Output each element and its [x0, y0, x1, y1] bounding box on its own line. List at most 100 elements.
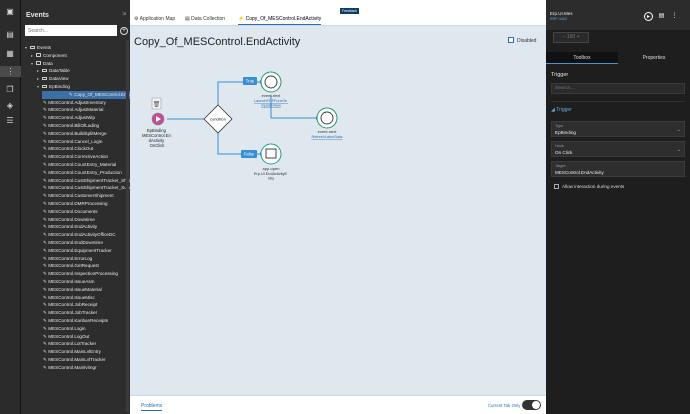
feedback-button[interactable]: Feedback: [340, 8, 359, 14]
tree-item[interactable]: ✎MESControl.IssueAsm: [21, 278, 95, 286]
events-search[interactable]: [25, 25, 117, 36]
pin-icon[interactable]: ⇲: [122, 11, 127, 17]
chevron-down-icon[interactable]: ▾: [31, 60, 34, 66]
tree-item[interactable]: ✎MESControl.CustShipmentTracker_Supervis…: [21, 184, 143, 192]
tree-label: MESControl.CorrectiveAction: [48, 154, 109, 160]
save-icon[interactable]: ▤: [658, 13, 665, 19]
tree-folder[interactable]: ▾EpBinding: [21, 83, 70, 91]
tree-folder[interactable]: ▸Component: [21, 52, 67, 60]
tree-label: MESControl.EquipmentTracker: [48, 247, 112, 253]
data-icon[interactable]: ❐: [6, 85, 14, 94]
chevron-down-icon[interactable]: ▾: [25, 45, 28, 50]
tree-item[interactable]: ✎MESControl.CountEntry_Production: [21, 169, 122, 177]
zoom-in-icon[interactable]: +: [576, 34, 580, 40]
tree-item[interactable]: ✎MESControl.CountEntry_Material: [21, 161, 116, 169]
chevron-right-icon[interactable]: ▸: [37, 68, 40, 74]
svg-text:🗑: 🗑: [153, 100, 161, 108]
layers-icon[interactable]: ▦: [6, 49, 14, 58]
chevron-down-icon[interactable]: ▾: [37, 84, 40, 89]
app-sub[interactable]: ERP 4402: [550, 17, 568, 21]
tab-event-editor[interactable]: ⚡ Copy_Of_MESControl.EndActivity: [238, 16, 322, 25]
false-badge: [241, 150, 257, 158]
tree-item[interactable]: ✎Copy_Of_MESControl.EndActivity: [42, 90, 144, 99]
event-next-node-2[interactable]: [316, 107, 338, 129]
app-open-node[interactable]: [260, 143, 282, 165]
more-icon[interactable]: ⋮: [671, 13, 678, 19]
tree-item[interactable]: ✎MESControl.CustShipmentTracker_ShipRec: [21, 177, 139, 185]
preview-icon[interactable]: ▸: [644, 12, 653, 21]
delete-icon[interactable]: [151, 97, 162, 110]
tree-item[interactable]: ✎MESControl.JobTracker: [21, 309, 97, 317]
events-search-input[interactable]: [25, 25, 117, 36]
event-next-1-link[interactable]: LaunchPDFFormTe mplateView: [254, 99, 288, 108]
tree-item[interactable]: ✎MESControl.GetRequest: [21, 262, 99, 270]
tree-item[interactable]: ✎MESControl.EndActivityOfficeDC: [21, 231, 116, 239]
disabled-checkbox[interactable]: [508, 37, 514, 43]
chevron-right-icon[interactable]: ▸: [37, 76, 40, 82]
tree-item[interactable]: ✎MESControl.IssueMaterial: [21, 286, 102, 294]
tree-item[interactable]: ✎MESControl.CustomerShipment: [21, 192, 114, 200]
tree-folder[interactable]: ▾Events: [21, 44, 51, 52]
toolbox-search[interactable]: [551, 83, 685, 94]
theme-icon[interactable]: ◈: [6, 101, 14, 110]
tree-item[interactable]: ✎MESControl.MainLvlEntry: [21, 348, 101, 356]
tree-item[interactable]: ✎MESControl.InspectionProcessing: [21, 270, 118, 278]
tree-item[interactable]: ✎MESControl.DMRProcessing: [21, 200, 108, 208]
condition-node[interactable]: [203, 104, 233, 134]
zoom-out-icon[interactable]: −: [562, 34, 566, 40]
pencil-icon: ✎: [43, 349, 47, 355]
tab-application-map[interactable]: ⚙ Application Map: [134, 16, 175, 22]
tree-item[interactable]: ✎MESControl.CorrectiveAction: [21, 153, 108, 161]
target-field[interactable]: Target MESControl.EndActivity: [551, 161, 685, 177]
tree-folder[interactable]: ▸ DataView: [21, 75, 69, 83]
tree-item[interactable]: ✎MESControl.AdjustMaterial: [21, 106, 103, 114]
tree-item[interactable]: ✎MESControl.ErrorLog: [21, 255, 92, 263]
allow-interaction-label: Allow interaction during events: [562, 184, 625, 189]
tree-item[interactable]: ✎MESControl.ClockOut: [21, 145, 93, 153]
tree-item[interactable]: ✎MESControl.LogOut: [21, 333, 89, 341]
tab-data-collection[interactable]: ▤ Data Collection: [185, 16, 225, 22]
pages-icon[interactable]: ▣: [6, 7, 14, 16]
tree-item[interactable]: ✎MESControl.Login: [21, 325, 86, 333]
tree-item[interactable]: ✎MESControl.AdjustInventory: [21, 99, 106, 107]
tree-item[interactable]: ✎MESControl.KanbanReceipts: [21, 317, 108, 325]
tree-folder[interactable]: ▸DataTable: [21, 67, 70, 75]
settings-icon[interactable]: ☰: [6, 116, 14, 125]
pencil-icon: ✎: [43, 154, 47, 160]
tree-item[interactable]: ✎MESControl.EndDowntime: [21, 239, 103, 247]
hook-select[interactable]: Hook On Click ⌄: [551, 141, 685, 157]
events-icon[interactable]: ⋮: [0, 66, 21, 77]
tree-item[interactable]: ✎MESControl.Documents: [21, 208, 98, 216]
toolbox-search-input[interactable]: [552, 84, 684, 93]
tree-item[interactable]: ✎MESControl.JobReceipt: [21, 301, 97, 309]
tab-toolbox[interactable]: Toolbox: [546, 52, 618, 64]
tree-item[interactable]: ✎MESControl.Mainlvlmgr: [21, 364, 97, 372]
allow-interaction-checkbox[interactable]: [554, 184, 559, 189]
tree-folder[interactable]: ▾Data: [21, 60, 53, 68]
tree-label: MESControl.ErrorLog: [48, 255, 93, 261]
trigger-section-header[interactable]: ◢ Trigger: [551, 107, 572, 113]
tree-item[interactable]: ✎MESControl.BillOfLading: [21, 122, 99, 130]
tree-item[interactable]: ✎MESControl.Downtime: [21, 216, 95, 224]
event-next-2-link[interactable]: RefreshLaborData: [311, 135, 343, 139]
tree-label: DataView: [49, 76, 69, 82]
current-tab-toggle[interactable]: [522, 400, 541, 410]
tree-item[interactable]: ✎MESControl.EquipmentTracker: [21, 247, 112, 255]
tree-item[interactable]: ✎MESControl.IssueMisc: [21, 294, 95, 302]
event-next-node-1[interactable]: [260, 71, 282, 93]
tree-item[interactable]: ✎MESControl.BuildSplitMerge: [21, 130, 107, 138]
chevron-right-icon[interactable]: ▸: [31, 52, 34, 58]
type-select[interactable]: Type EpBinding ⌄: [551, 121, 685, 137]
tab-properties[interactable]: Properties: [642, 55, 666, 61]
events-scrollbar[interactable]: [126, 40, 129, 412]
hook-value: On Click: [555, 150, 573, 155]
problems-tab[interactable]: Problems: [141, 403, 163, 411]
tree-item[interactable]: ✎MESControl.AdjustWip: [21, 114, 95, 122]
tree-item[interactable]: ✎MESControl.LotTracker: [21, 340, 96, 348]
tree-item[interactable]: ✎MESControl.Cancel_Login: [21, 138, 102, 146]
tree-item[interactable]: ✎MESControl.EndActivity: [21, 223, 97, 231]
add-event-button[interactable]: +: [120, 27, 128, 35]
components-icon[interactable]: ▤: [6, 30, 14, 39]
zoom-stepper[interactable]: − 100 +: [553, 32, 589, 43]
tree-item[interactable]: ✎MESControl.MainLvlTracker: [21, 356, 106, 364]
